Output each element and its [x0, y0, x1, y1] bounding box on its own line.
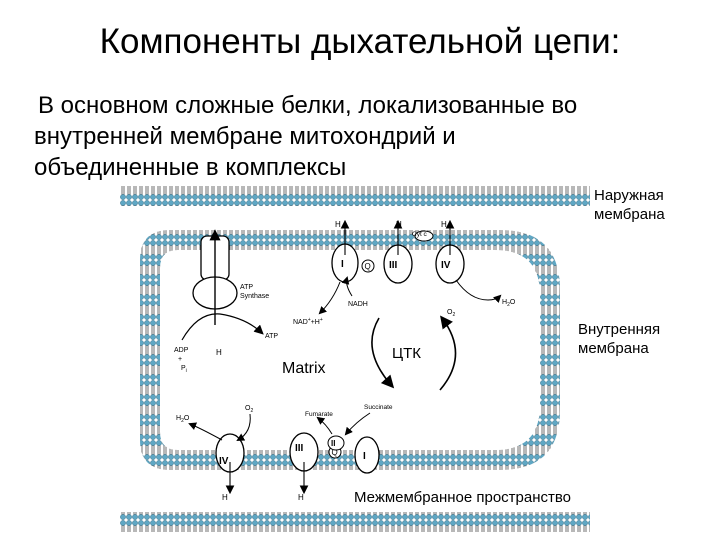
proton-bottom-2: H	[298, 493, 304, 502]
quinone-top	[361, 259, 375, 273]
complex-ii-bottom	[327, 435, 345, 451]
atp-synthase-label-1: ATP	[240, 284, 253, 291]
proton-top-3: H	[441, 220, 447, 229]
matrix-label: Matrix	[282, 360, 326, 377]
outer-membrane-top	[120, 186, 590, 206]
pi-label: Pi	[181, 365, 187, 374]
proton-matrix-left: H	[216, 348, 222, 357]
outer-membrane-label-line-2: мембрана	[594, 206, 665, 223]
complex-i-bottom-label: I	[363, 451, 366, 462]
proton-top-2: H	[396, 220, 402, 229]
inner-membrane	[140, 230, 560, 470]
complex-iv-top-label: IV	[441, 260, 451, 271]
proton-bottom-1: H	[222, 493, 228, 502]
complex-i-top-label: I	[341, 259, 344, 270]
slide-title: Компоненты дыхательной цепи:	[99, 22, 621, 61]
proton-top-1: H	[335, 220, 341, 229]
slide-body-text: В основном сложные белки, локализованные…	[34, 90, 694, 183]
tca-label: ЦТК	[392, 345, 421, 362]
atp-synthase: ATP Synthase ATP ADP + Pi H	[174, 229, 278, 374]
adp-label: ADP	[174, 347, 189, 354]
o2-top-label: O2	[447, 309, 455, 318]
fumarate-label: Fumarate	[305, 411, 333, 418]
nadh-label: NADH	[348, 301, 368, 308]
body-line-3: объединенные в комплексы	[34, 154, 347, 181]
outer-membrane-label-line-1: Наружная	[594, 187, 664, 204]
inner-membrane-label: Внутренняя мембрана	[578, 320, 660, 358]
h2o-bottom-label: H2O	[176, 415, 190, 424]
body-line-2: внутренней мембране митохондрий и	[34, 123, 456, 150]
cytochrome-c	[414, 230, 434, 242]
succinate-label: Succinate	[364, 404, 393, 411]
o2-bottom-label: O2	[245, 405, 253, 414]
intermembrane-space-label: Межмембранное пространство	[354, 489, 572, 506]
outer-membrane-label: Наружная мембрана	[594, 186, 665, 224]
outer-membrane-bottom	[120, 512, 590, 532]
adp-plus: +	[178, 356, 182, 363]
inner-membrane-label-line-2: мембрана	[578, 340, 649, 357]
nad-label: NAD++H+	[293, 317, 323, 326]
atp-label: ATP	[265, 333, 278, 340]
cyt-c-label: Cyt c	[412, 231, 428, 238]
bottom-electron-transport-chain: IV III Q II I H H H2O O2 Fumarate Succin…	[176, 404, 393, 502]
tca-cycle: ЦТК	[371, 315, 457, 391]
body-line-1: В основном сложные белки, локализованные…	[38, 92, 578, 119]
quinone-top-label: Q	[365, 262, 371, 271]
complex-i-bottom	[354, 436, 380, 474]
inner-membrane-label-line-1: Внутренняя	[578, 321, 661, 338]
complex-iii-top-label: III	[389, 260, 398, 271]
complex-iv-bottom-label: IV	[219, 456, 229, 467]
h2o-top-label: H2O	[502, 299, 516, 308]
top-electron-transport-chain: I Q III IV Cyt c H H H NADH NAD++H+ O2 H…	[293, 219, 516, 326]
atp-synthase-label-2: Synthase	[240, 293, 269, 300]
complex-ii-bottom-label: II	[331, 439, 335, 448]
quinone-bottom-label: Q	[332, 448, 338, 457]
complex-iii-bottom-label: III	[295, 443, 304, 454]
